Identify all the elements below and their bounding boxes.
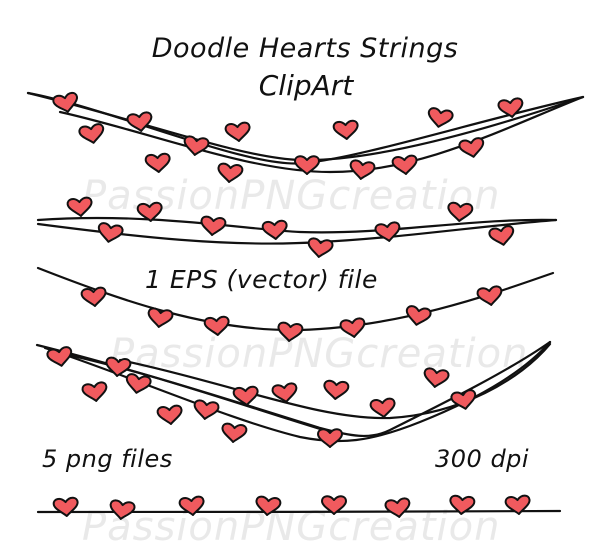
heart-icon	[45, 345, 75, 369]
heart-icon	[52, 496, 80, 519]
heart-icon	[383, 496, 413, 520]
string-line	[53, 350, 332, 434]
heart-icon	[224, 121, 252, 144]
heart-icon	[95, 221, 125, 245]
heart-icon	[144, 152, 172, 175]
watermark-text: PassionPNGcreation	[82, 504, 501, 550]
heart-icon	[123, 372, 153, 396]
title-line-2: ClipArt	[258, 69, 354, 102]
heart-icon	[425, 106, 455, 130]
png-files-label: 5 png files	[42, 445, 173, 473]
heart-icon	[305, 236, 335, 260]
title-line-1: Doodle Hearts Strings	[151, 33, 459, 64]
heart-icon	[220, 422, 248, 445]
heart-icon	[178, 495, 206, 518]
heart-icon	[107, 498, 137, 522]
heart-icon	[145, 306, 175, 330]
heart-icon	[261, 219, 289, 242]
heart-icon	[338, 316, 368, 340]
heart-icon	[80, 286, 108, 309]
heart-icon	[254, 495, 282, 518]
heart-icon	[191, 398, 221, 422]
heart-icon	[104, 356, 132, 379]
heart-icon	[403, 304, 433, 328]
heart-icon	[66, 196, 94, 219]
heart-icon	[496, 96, 526, 120]
heart-icon	[373, 220, 403, 244]
string-line	[58, 95, 585, 174]
heart-icon	[156, 404, 184, 427]
heart-icon	[487, 224, 517, 248]
heart-icon	[322, 379, 350, 402]
watermark-text: PassionPNGcreation	[110, 331, 529, 377]
string-line	[118, 342, 552, 420]
heart-icon	[317, 428, 343, 448]
heart-icon	[457, 136, 487, 160]
heart-icon	[80, 380, 110, 404]
heart-icon	[369, 397, 397, 420]
heart-icon	[276, 321, 304, 344]
heart-icon	[332, 119, 360, 142]
heart-icon	[475, 284, 505, 308]
heart-icon	[199, 215, 227, 238]
heart-icon	[77, 122, 107, 146]
string-line	[36, 216, 558, 234]
dpi-label: 300 dpi	[435, 445, 530, 473]
heart-icon	[391, 154, 419, 177]
heart-icon	[216, 162, 244, 185]
string-line	[36, 509, 562, 514]
heart-icon	[203, 315, 231, 338]
heart-icon	[181, 134, 211, 158]
eps-file-label: 1 EPS (vector) file	[145, 265, 378, 294]
heart-icon	[421, 366, 451, 390]
heart-icon	[347, 158, 377, 182]
heart-icon	[446, 201, 474, 224]
